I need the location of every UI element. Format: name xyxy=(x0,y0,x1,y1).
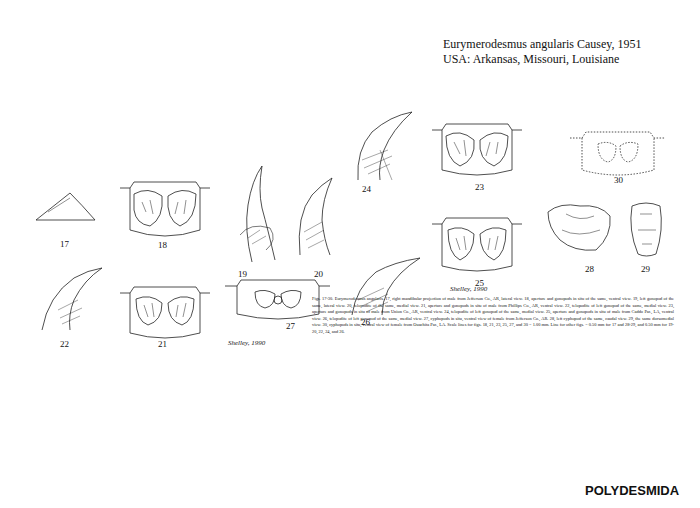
figure-number: 19 xyxy=(238,270,247,280)
signature: Shelley, 1990 xyxy=(450,286,487,294)
figure-number: 27 xyxy=(286,322,295,332)
figure-number: 26 xyxy=(361,318,370,328)
figure-number: 18 xyxy=(158,241,167,251)
figure-number: 22 xyxy=(60,340,69,350)
locality: USA: Arkansas, Missouri, Louisiane xyxy=(443,53,619,66)
figure-number: 23 xyxy=(475,183,484,193)
figure-caption: Figs. 17-30. Eurymerodesmus angularis. 1… xyxy=(312,296,674,336)
figure-number: 29 xyxy=(641,265,650,275)
plate-title: Eurymerodesmus angularis Causey, 1951 xyxy=(443,38,642,51)
order-name: POLYDESMIDA xyxy=(585,484,679,498)
figure-number: 21 xyxy=(158,340,167,350)
figure-number: 30 xyxy=(614,176,623,186)
figure-number: 17 xyxy=(60,240,69,250)
figure-number: 20 xyxy=(314,270,323,280)
figure-number: 24 xyxy=(362,185,371,195)
signature: Shelley, 1990 xyxy=(228,340,265,348)
figure-number: 28 xyxy=(585,265,594,275)
